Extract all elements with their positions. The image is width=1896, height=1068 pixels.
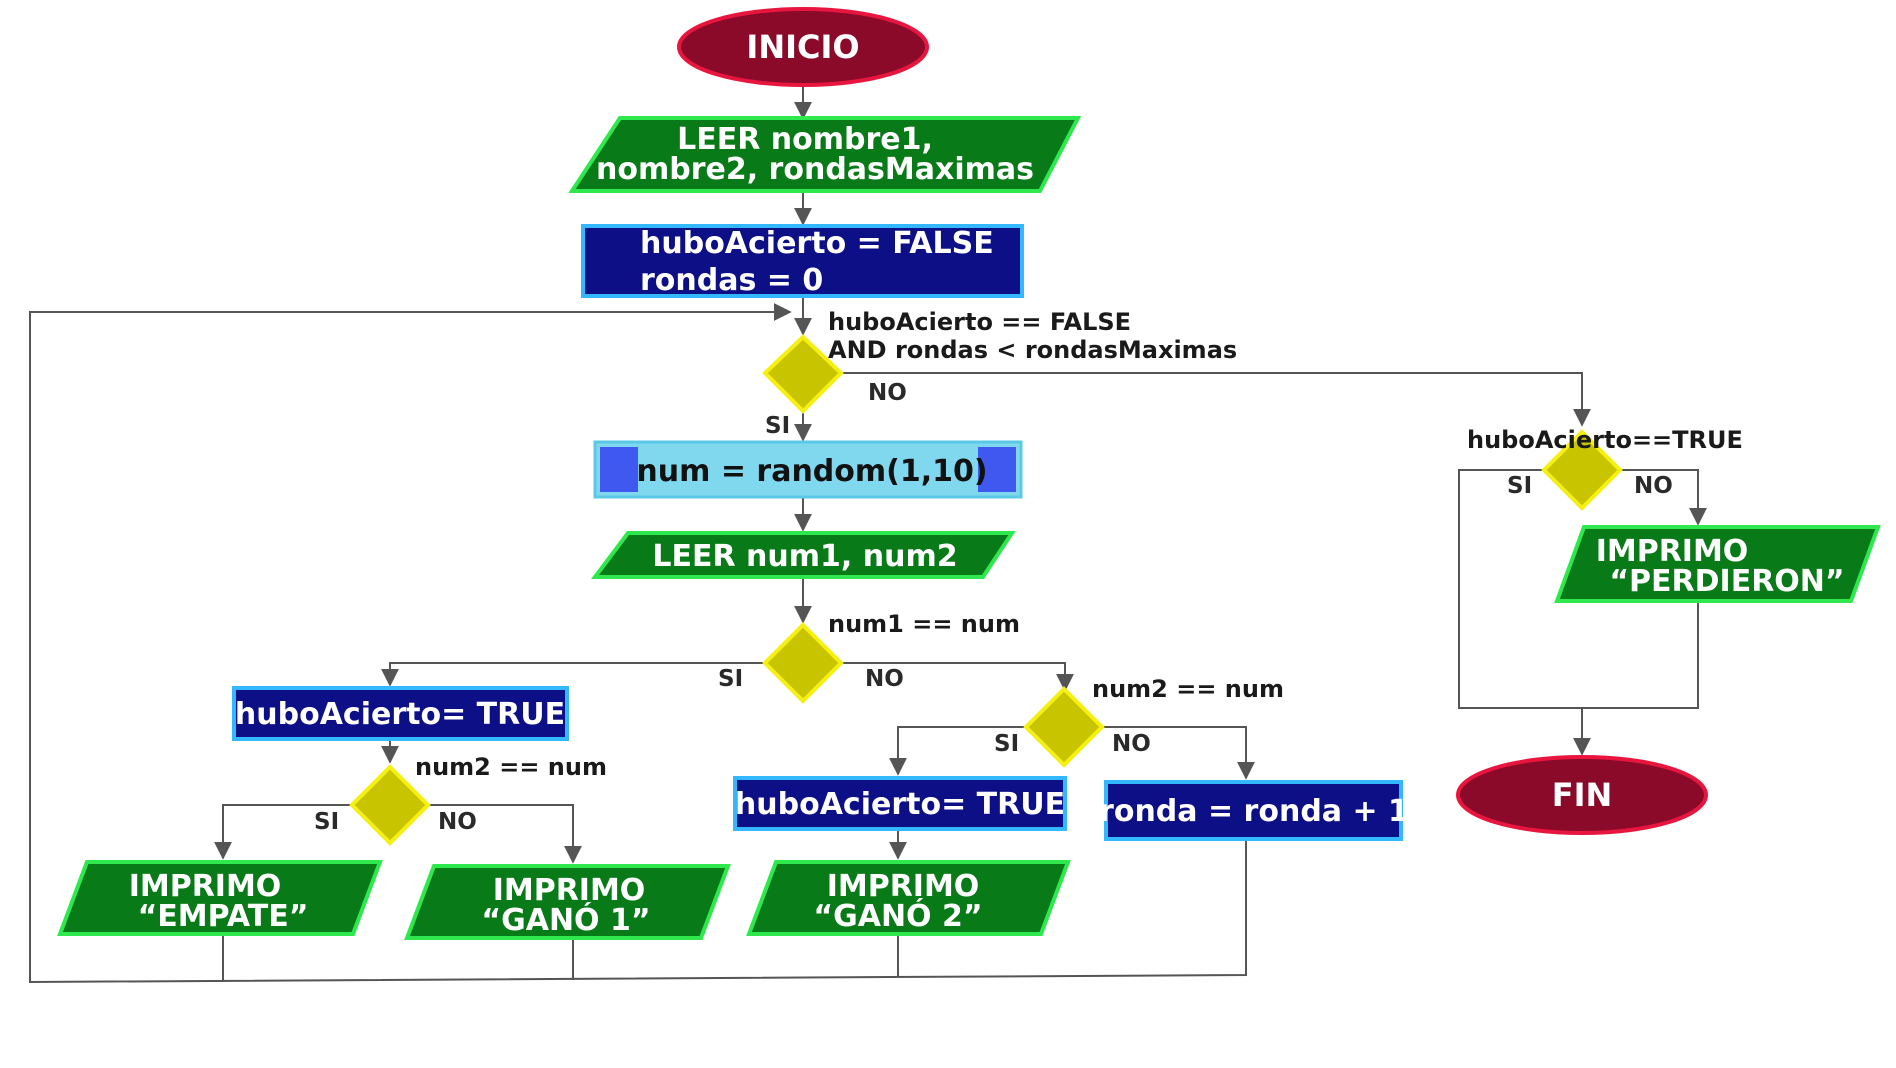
decision-loop-line1: huboAcierto == FALSE <box>828 308 1131 336</box>
decision-num1-label: num1 == num <box>828 610 1020 638</box>
subprocess-random-label: num = random(1,10) <box>636 454 987 489</box>
process-ronda-increment: ronda = ronda + 1 <box>1099 780 1409 841</box>
process-ronda-increment-label: ronda = ronda + 1 <box>1099 794 1409 829</box>
decision-final-si-label: SI <box>1507 473 1532 499</box>
start-label: INICIO <box>746 28 859 66</box>
input-read-names-line1: LEER nombre1, <box>677 122 933 157</box>
output-empate-line1: IMPRIMO <box>129 869 282 904</box>
subprocess-random: num = random(1,10) <box>593 440 1023 499</box>
decision-num1-no-label: NO <box>865 666 904 692</box>
edge-num2b-no <box>1102 726 1255 780</box>
output-perdieron: IMPRIMO “PERDIERON” <box>1554 525 1881 603</box>
decision-loop-line2: AND rondas < rondasMaximas <box>828 336 1237 364</box>
process-set-true-right-label: huboAcierto= TRUE <box>735 787 1065 822</box>
process-init: huboAcierto = FALSE rondas = 0 <box>581 224 1024 298</box>
output-gano2-line2: “GANÓ 2” <box>813 897 982 934</box>
input-read-nums: LEER num1, num2 <box>591 531 1016 579</box>
output-perdieron-line2: “PERDIERON” <box>1609 564 1844 599</box>
input-read-names-line2: nombre2, rondasMaximas <box>596 152 1034 187</box>
input-read-nums-label: LEER num1, num2 <box>652 539 957 574</box>
process-init-line2: rondas = 0 <box>640 263 823 298</box>
connectors <box>29 85 1707 984</box>
edge-num1-no <box>841 662 1074 692</box>
output-gano1: IMPRIMO “GANÓ 1” <box>404 864 731 940</box>
input-read-names: LEER nombre1, nombre2, rondasMaximas <box>568 116 1082 193</box>
edge-num2a-no <box>428 804 582 864</box>
edge-num1-si <box>381 662 765 687</box>
decision-loop-si-label: SI <box>765 413 790 439</box>
process-init-line1: huboAcierto = FALSE <box>640 226 994 261</box>
output-gano2-line1: IMPRIMO <box>827 869 980 904</box>
decision-num2-right-si-label: SI <box>994 731 1019 757</box>
process-set-true-left-label: huboAcierto= TRUE <box>235 697 565 732</box>
decision-loop-no-label: NO <box>868 380 907 406</box>
decision-num1: num1 == num SI NO <box>718 610 1020 704</box>
decision-num2-left-no-label: NO <box>438 809 477 835</box>
decision-num1-si-label: SI <box>718 666 743 692</box>
decision-final-label: huboAcierto==TRUE <box>1467 426 1743 454</box>
output-empate: IMPRIMO “EMPATE” <box>57 860 383 936</box>
output-gano2: IMPRIMO “GANÓ 2” <box>746 860 1071 936</box>
output-gano1-line2: “GANÓ 1” <box>481 901 650 938</box>
edge-loop-back <box>29 303 1247 984</box>
edge-num2a-si <box>214 804 352 860</box>
process-set-true-left: huboAcierto= TRUE <box>232 686 569 741</box>
decision-num2-right: num2 == num SI NO <box>994 675 1284 768</box>
edge-final-no <box>1620 469 1707 526</box>
output-gano1-line1: IMPRIMO <box>493 873 646 908</box>
decision-num2-right-no-label: NO <box>1112 731 1151 757</box>
decision-num2-left-si-label: SI <box>314 809 339 835</box>
decision-final: huboAcierto==TRUE SI NO <box>1467 426 1743 511</box>
edge-num2b-si <box>889 726 1026 776</box>
output-empate-line2: “EMPATE” <box>138 899 309 934</box>
end-label: FIN <box>1552 776 1613 814</box>
decision-num2-left-label: num2 == num <box>415 753 607 781</box>
output-perdieron-line1: IMPRIMO <box>1596 534 1749 569</box>
edge-final-si <box>1458 469 1582 709</box>
edge-perdieron-merge <box>1582 598 1699 709</box>
decision-final-no-label: NO <box>1634 473 1673 499</box>
decision-num2-right-label: num2 == num <box>1092 675 1284 703</box>
end-terminal: FIN <box>1456 755 1708 835</box>
process-set-true-right: huboAcierto= TRUE <box>733 776 1067 831</box>
decision-num2-left: num2 == num SI NO <box>314 753 607 846</box>
decision-loop: huboAcierto == FALSE AND rondas < rondas… <box>762 308 1237 439</box>
edge-loop-no-final <box>841 372 1591 427</box>
start-terminal: INICIO <box>677 7 929 87</box>
